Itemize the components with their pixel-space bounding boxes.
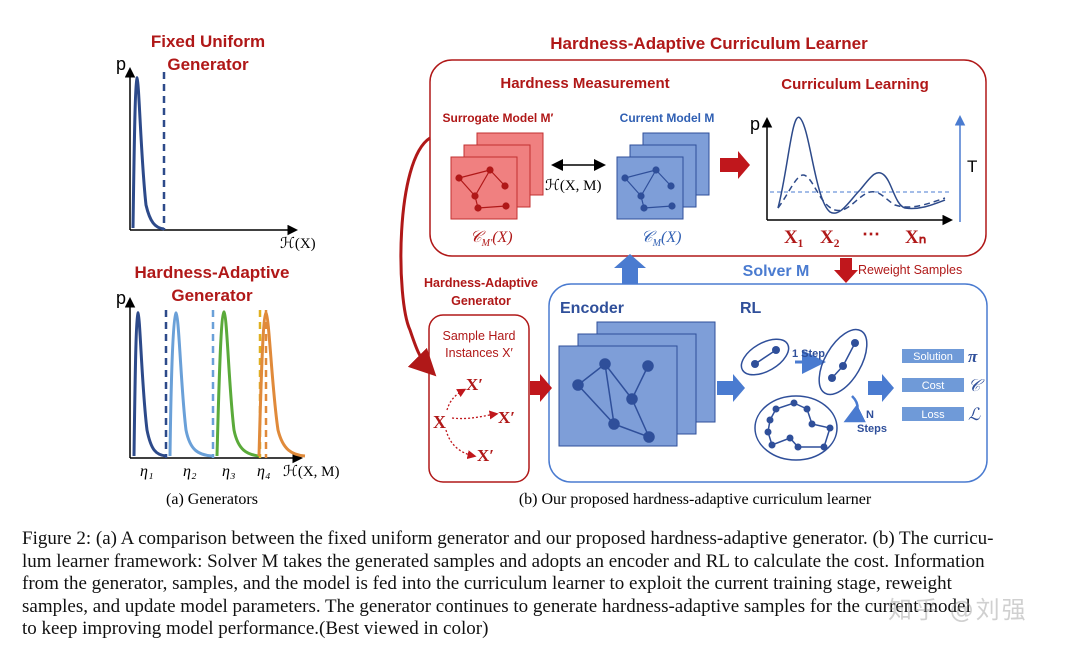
output-loss-label: Loss: [921, 409, 945, 421]
x-prime-mid: X′: [498, 408, 515, 427]
cost-current-label: 𝒞M(X): [641, 229, 681, 249]
eta-3: η₃: [222, 463, 236, 480]
bottom-x-label: ℋ(X, M): [283, 464, 339, 480]
top-title-line1: Fixed Uniform: [151, 32, 265, 51]
current-model-graph-stack: [616, 132, 710, 220]
generator-to-encoder-arrow: [530, 374, 552, 402]
encoder-graph-stack: [558, 321, 716, 447]
adaptive-curve-2: [168, 311, 213, 458]
panel-a-caption: (a) Generators: [166, 491, 258, 508]
hardness-function-label: ℋ(X, M): [545, 178, 601, 194]
solver-label: Solver M: [743, 263, 810, 280]
plot-p-label: p: [750, 114, 760, 134]
curriculum-learner-title: Hardness-Adaptive Curriculum Learner: [550, 34, 868, 53]
output-cost: Cost 𝒞: [902, 376, 985, 395]
rl-state-full: [754, 395, 838, 461]
eta-4: η₄: [257, 463, 271, 480]
sample-arrow-top: [446, 388, 467, 411]
adaptive-curve-4: [257, 311, 306, 458]
hag-label-line2: Generator: [451, 294, 511, 308]
rl-to-outputs-arrow: [868, 374, 894, 402]
sample-arrow-bottom: [445, 429, 477, 460]
eta-2: η₂: [183, 463, 197, 480]
hardness-measurement-label: Hardness Measurement: [500, 75, 669, 92]
bottom-title-line1: Hardness-Adaptive: [135, 263, 290, 282]
sample-arrow-mid: [451, 410, 499, 420]
caption-line-2: lum learner framework: Solver M takes th…: [22, 550, 985, 572]
panel-b-caption: (b) Our proposed hardness-adaptive curri…: [519, 491, 872, 508]
figure: Fixed Uniform Generator p ℋ(X) Hardness-…: [116, 32, 988, 508]
rl-state-small: [740, 338, 790, 376]
x-prime-bottom: X′: [477, 446, 494, 465]
curriculum-learner-box: [429, 59, 987, 257]
feedback-arrow: [399, 136, 437, 377]
output-cost-label: Cost: [922, 380, 945, 392]
eta-1: η₁: [140, 463, 154, 480]
reweight-arrow: [834, 258, 858, 283]
encoder-to-rl-arrow: [717, 374, 745, 402]
output-solution-label: Solution: [913, 351, 953, 363]
current-model-label: Current Model M: [620, 111, 715, 125]
rl-state-mid: [818, 328, 868, 396]
encoder-label: Encoder: [560, 300, 624, 317]
surrogate-graph-stack: [450, 132, 544, 220]
sample-hard-line1: Sample Hard: [443, 329, 516, 343]
curriculum-plot: p T: [750, 114, 977, 226]
adaptive-curve-1: [132, 310, 167, 458]
solver-box: [548, 283, 988, 483]
output-solution: Solution π: [902, 347, 978, 366]
output-loss-symbol: ℒ: [968, 405, 981, 424]
caption-line-5: to keep improving model performance.(Bes…: [22, 618, 489, 639]
sample-hard-line2: Instances X′: [445, 346, 513, 360]
bottom-title-line2: Generator: [171, 286, 253, 305]
sample-label-x2: X₂: [820, 227, 840, 248]
bottom-y-label: p: [116, 288, 126, 308]
output-cost-symbol: 𝒞: [968, 376, 985, 395]
output-solution-symbol: π: [968, 347, 978, 366]
rl-label: RL: [740, 300, 762, 317]
plot-solid-curve: [777, 116, 946, 214]
top-x-label: ℋ(X): [280, 236, 316, 252]
panel-b: Hardness-Adaptive Curriculum Learner Har…: [399, 34, 988, 508]
x-prime-top: X′: [466, 375, 483, 394]
output-loss: Loss ℒ: [902, 405, 981, 424]
sample-label-x1: X₁: [784, 227, 803, 248]
n-steps-label-2: Steps: [857, 423, 887, 435]
adaptive-curve-3: [215, 310, 261, 458]
sample-label-xn: Xₙ: [905, 227, 926, 248]
plot-t-label: T: [967, 157, 977, 176]
top-title-line2: Generator: [167, 55, 249, 74]
hag-label-line1: Hardness-Adaptive: [424, 276, 538, 290]
reweight-label: Reweight Samples: [858, 263, 962, 277]
watermark: 知乎 @刘强: [888, 596, 1028, 624]
top-fixed-curve: [131, 75, 165, 231]
plot-dashed-curve: [777, 174, 946, 212]
cost-surrogate-label: 𝒞M′(X): [470, 229, 513, 249]
generator-box: [428, 314, 530, 483]
panel-a: Fixed Uniform Generator p ℋ(X) Hardness-…: [116, 32, 339, 508]
n-steps-label-1: N: [866, 409, 874, 421]
caption-line-1: Figure 2: (a) A comparison between the f…: [22, 528, 994, 549]
to-curriculum-arrow: [720, 151, 750, 179]
caption-line-4: samples, and update model parameters. Th…: [22, 595, 971, 617]
one-step-label: 1 Step: [792, 348, 825, 360]
x-base-label: X: [433, 412, 446, 432]
sample-label-dots: ⋯: [862, 224, 880, 244]
solver-to-learner-arrow: [614, 254, 646, 284]
caption-line-3: from the generator, samples, and the mod…: [22, 573, 952, 594]
figure-caption: Figure 2: (a) A comparison between the f…: [22, 528, 1072, 641]
top-y-label: p: [116, 54, 126, 74]
n-steps-arrow: [843, 395, 866, 423]
curriculum-learning-label: Curriculum Learning: [781, 76, 929, 93]
surrogate-model-label: Surrogate Model M′: [443, 111, 554, 125]
